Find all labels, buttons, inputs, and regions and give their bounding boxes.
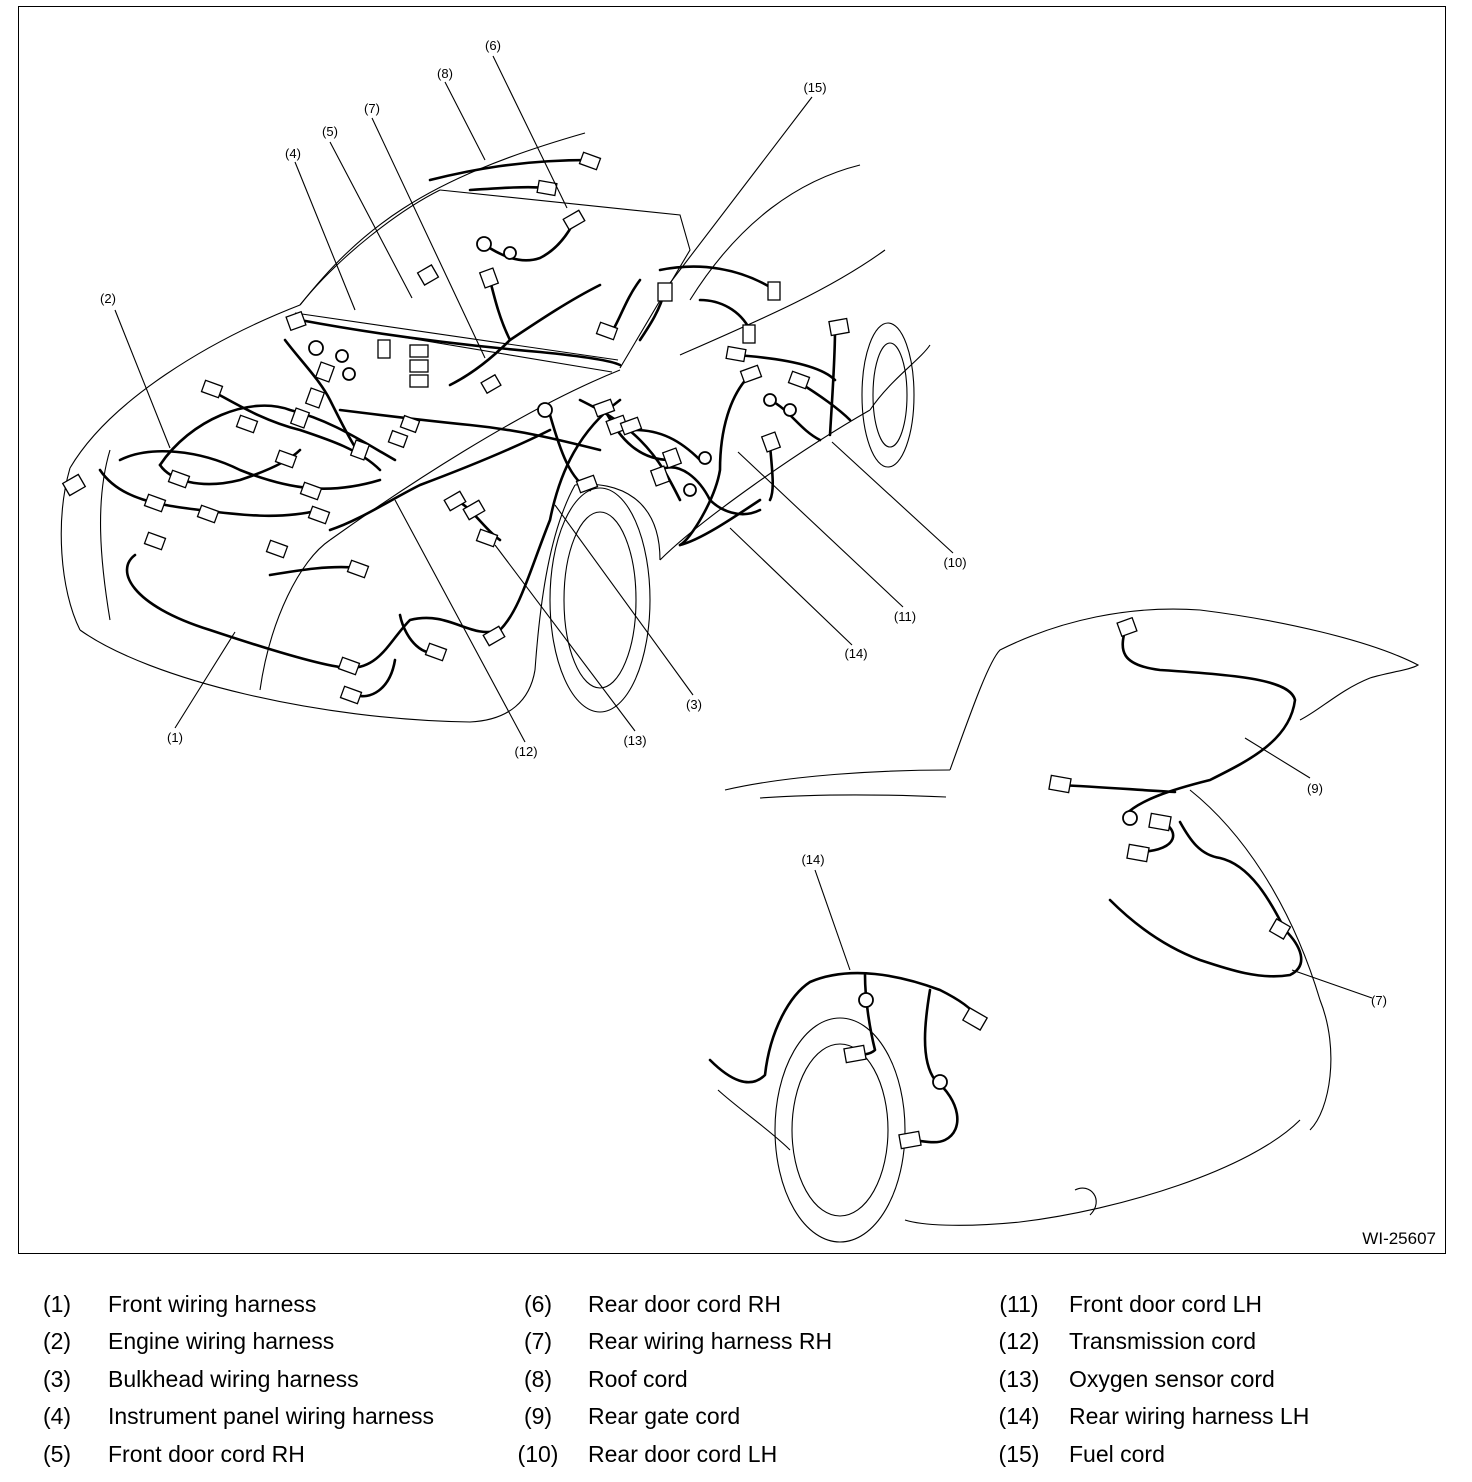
legend-number: (4): [42, 1403, 72, 1429]
legend-number: (13): [998, 1366, 1040, 1392]
callout-6: (6): [485, 38, 501, 53]
legend-number: (2): [42, 1328, 72, 1354]
grommets: [308, 236, 1138, 1090]
callout-8: (8): [437, 66, 453, 81]
rear-vehicle-outline: [717, 608, 1420, 1243]
callout-2: (2): [100, 291, 116, 306]
callout-13: (13): [623, 733, 646, 748]
front-wheel: [549, 487, 651, 713]
wiring-harness-diagram: (2) (4) (5) (7) (8) (6) (15) (1) (12) (1…: [60, 38, 1436, 1248]
legend-label: Oxygen sensor cord: [1069, 1366, 1275, 1392]
legend-number: (3): [42, 1366, 72, 1392]
legend-label: Transmission cord: [1069, 1328, 1257, 1354]
callout-14-rear: (14): [801, 852, 824, 867]
callout-12: (12): [514, 744, 537, 759]
callout-10: (10): [943, 555, 966, 570]
rear-wheel: [861, 322, 915, 468]
wiring-front-view: [98, 158, 852, 698]
legend-label: Bulkhead wiring harness: [108, 1366, 359, 1392]
legend-number: (8): [523, 1366, 553, 1392]
legend-label: Instrument panel wiring harness: [108, 1403, 434, 1429]
callout-9: (9): [1307, 781, 1323, 796]
leader-lines: [114, 55, 1373, 999]
legend-number: (9): [523, 1403, 553, 1429]
legend-label: Rear door cord LH: [588, 1441, 778, 1467]
legend-number: (15): [998, 1441, 1040, 1467]
legend-label: Rear wiring harness RH: [588, 1328, 833, 1354]
wiring-rear-view: [708, 628, 1303, 1144]
callout-11: (11): [894, 609, 916, 624]
callout-14: (14): [844, 646, 867, 661]
legend-label: Rear gate cord: [588, 1403, 741, 1429]
legend: (1) Front wiring harness (2) Engine wiri…: [0, 1282, 1472, 1482]
callout-4: (4): [285, 146, 301, 161]
callout-labels: (2) (4) (5) (7) (8) (6) (15) (1) (12) (1…: [100, 38, 1387, 1008]
connectors: [61, 151, 1292, 1150]
callout-7: (7): [364, 101, 380, 116]
callout-7-rear: (7): [1371, 993, 1387, 1008]
figure-id: WI-25607: [1362, 1229, 1436, 1248]
legend-number: (1): [42, 1291, 72, 1317]
legend-label: Engine wiring harness: [108, 1328, 335, 1354]
front-vehicle-outline: [60, 132, 931, 723]
legend-label: Rear wiring harness LH: [1069, 1403, 1310, 1429]
legend-number: (12): [998, 1328, 1040, 1354]
callout-1: (1): [167, 730, 183, 745]
diagram-frame: [18, 6, 1446, 1254]
legend-label: Front wiring harness: [108, 1291, 317, 1317]
legend-label: Front door cord LH: [1069, 1291, 1263, 1317]
legend-number: (7): [523, 1328, 553, 1354]
legend-number: (5): [42, 1441, 72, 1467]
legend-label: Fuel cord: [1069, 1441, 1165, 1467]
legend-label: Roof cord: [588, 1366, 688, 1392]
callout-5: (5): [322, 124, 338, 139]
legend-number: (6): [523, 1291, 553, 1317]
legend-label: Front door cord RH: [108, 1441, 305, 1467]
rear-left-wheel: [774, 1017, 906, 1243]
legend-number: (10): [517, 1441, 559, 1467]
legend-label: Rear door cord RH: [588, 1291, 782, 1317]
legend-number: (11): [999, 1291, 1039, 1317]
callout-15: (15): [803, 80, 826, 95]
callout-3: (3): [686, 697, 702, 712]
legend-number: (14): [998, 1403, 1040, 1429]
